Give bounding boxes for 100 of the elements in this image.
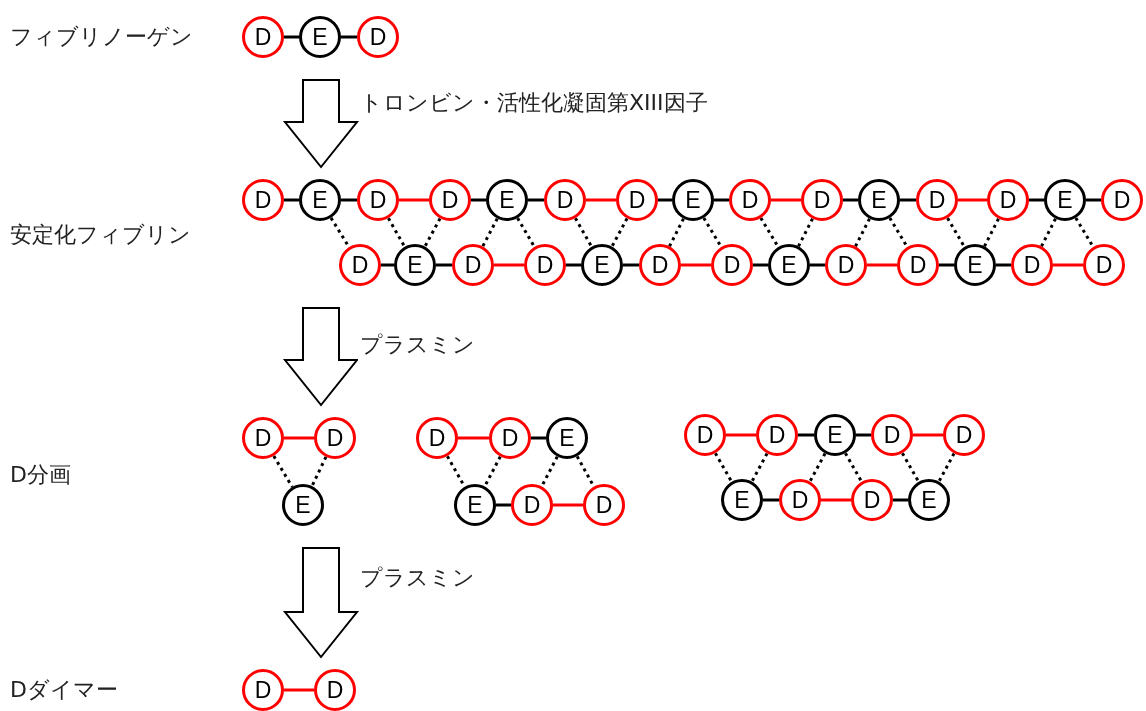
domain-circle: D: [943, 414, 985, 456]
block-arrow: [282, 307, 360, 407]
dotted-link-line: [797, 218, 814, 247]
domain-circle: E: [486, 179, 528, 221]
connector-line: [623, 263, 639, 267]
dotted-link-line: [610, 217, 629, 248]
dotted-link-line: [574, 217, 593, 248]
stage-label: 安定化フィブリン: [10, 221, 191, 249]
domain-circle: E: [954, 244, 996, 286]
connector-line: [810, 263, 825, 267]
domain-circle: D: [314, 669, 356, 711]
domain-circle: D: [242, 669, 284, 711]
domain-circle: D: [916, 179, 958, 221]
connector-line: [341, 198, 357, 202]
domain-circle: E: [721, 479, 763, 521]
domain-circle: D: [583, 484, 625, 526]
connector-line: [284, 35, 299, 39]
connector-line: [284, 688, 314, 692]
connector-line: [1086, 198, 1101, 202]
connector-line: [753, 263, 768, 267]
domain-circle: D: [524, 244, 566, 286]
dotted-link-line: [1040, 218, 1057, 247]
domain-circle: D: [871, 414, 913, 456]
domain-circle: E: [768, 244, 810, 286]
domain-circle: D: [242, 16, 284, 58]
domain-circle: E: [814, 414, 856, 456]
dotted-link-line: [714, 452, 733, 483]
dotted-link-line: [310, 456, 328, 487]
domain-circle: E: [394, 244, 436, 286]
domain-circle: D: [779, 479, 821, 521]
connector-line: [399, 198, 429, 202]
domain-circle: D: [987, 179, 1029, 221]
domain-circle: D: [801, 179, 843, 221]
domain-circle: D: [711, 244, 753, 286]
connector-line: [996, 263, 1011, 267]
connector-line: [1053, 263, 1083, 267]
connector-line: [771, 198, 801, 202]
connector-line: [566, 263, 581, 267]
dotted-link-line: [668, 218, 685, 247]
connector-line: [798, 433, 814, 437]
connector-line: [586, 198, 616, 202]
domain-circle: D: [314, 417, 356, 459]
domain-circle: E: [1044, 179, 1086, 221]
dotted-link-line: [702, 217, 723, 248]
domain-circle: D: [511, 484, 553, 526]
domain-circle: D: [897, 244, 939, 286]
domain-circle: D: [544, 179, 586, 221]
connector-line: [528, 198, 544, 202]
domain-circle: D: [1083, 244, 1125, 286]
connector-line: [458, 436, 489, 440]
stage-label: フィブリノーゲン: [10, 23, 193, 51]
domain-circle: E: [299, 16, 341, 58]
domain-circle: D: [489, 417, 531, 459]
dotted-link-line: [750, 452, 769, 483]
domain-circle: D: [684, 414, 726, 456]
domain-circle: D: [429, 179, 471, 221]
connector-line: [531, 436, 546, 440]
domain-circle: E: [282, 484, 324, 526]
connector-line: [496, 503, 511, 507]
dotted-link-line: [901, 452, 920, 483]
domain-circle: D: [1011, 244, 1053, 286]
stage-label: D分画: [10, 461, 71, 489]
domain-circle: E: [581, 244, 623, 286]
dotted-link-line: [329, 217, 351, 248]
connector-line: [958, 198, 987, 202]
domain-circle: D: [756, 414, 798, 456]
connector-line: [726, 433, 756, 437]
dotted-link-line: [481, 217, 499, 248]
connector-line: [658, 198, 672, 202]
domain-circle: E: [546, 417, 588, 459]
block-arrow: [282, 79, 360, 169]
connector-line: [843, 198, 858, 202]
domain-circle: D: [452, 244, 494, 286]
connector-line: [893, 498, 908, 502]
domain-circle: D: [825, 244, 867, 286]
domain-circle: D: [242, 179, 284, 221]
dotted-link-line: [387, 217, 406, 248]
connector-line: [381, 263, 394, 267]
domain-circle: D: [416, 417, 458, 459]
connector-line: [856, 433, 871, 437]
domain-circle: E: [454, 484, 496, 526]
stage-label: Dダイマー: [10, 676, 118, 704]
connector-line: [284, 198, 299, 202]
connector-line: [494, 263, 524, 267]
connector-line: [900, 198, 916, 202]
domain-circle: D: [639, 244, 681, 286]
connector-line: [763, 498, 779, 502]
domain-circle: D: [1101, 179, 1143, 221]
connector-line: [436, 263, 452, 267]
domain-circle: D: [357, 16, 399, 58]
dotted-link-line: [759, 217, 780, 248]
domain-circle: D: [242, 417, 284, 459]
connector-line: [1029, 198, 1044, 202]
connector-line: [867, 263, 897, 267]
dotted-link-line: [516, 217, 536, 248]
dotted-link-line: [946, 217, 966, 248]
dotted-link-line: [854, 218, 871, 247]
connector-line: [821, 498, 851, 502]
domain-circle: D: [851, 479, 893, 521]
domain-circle: D: [729, 179, 771, 221]
